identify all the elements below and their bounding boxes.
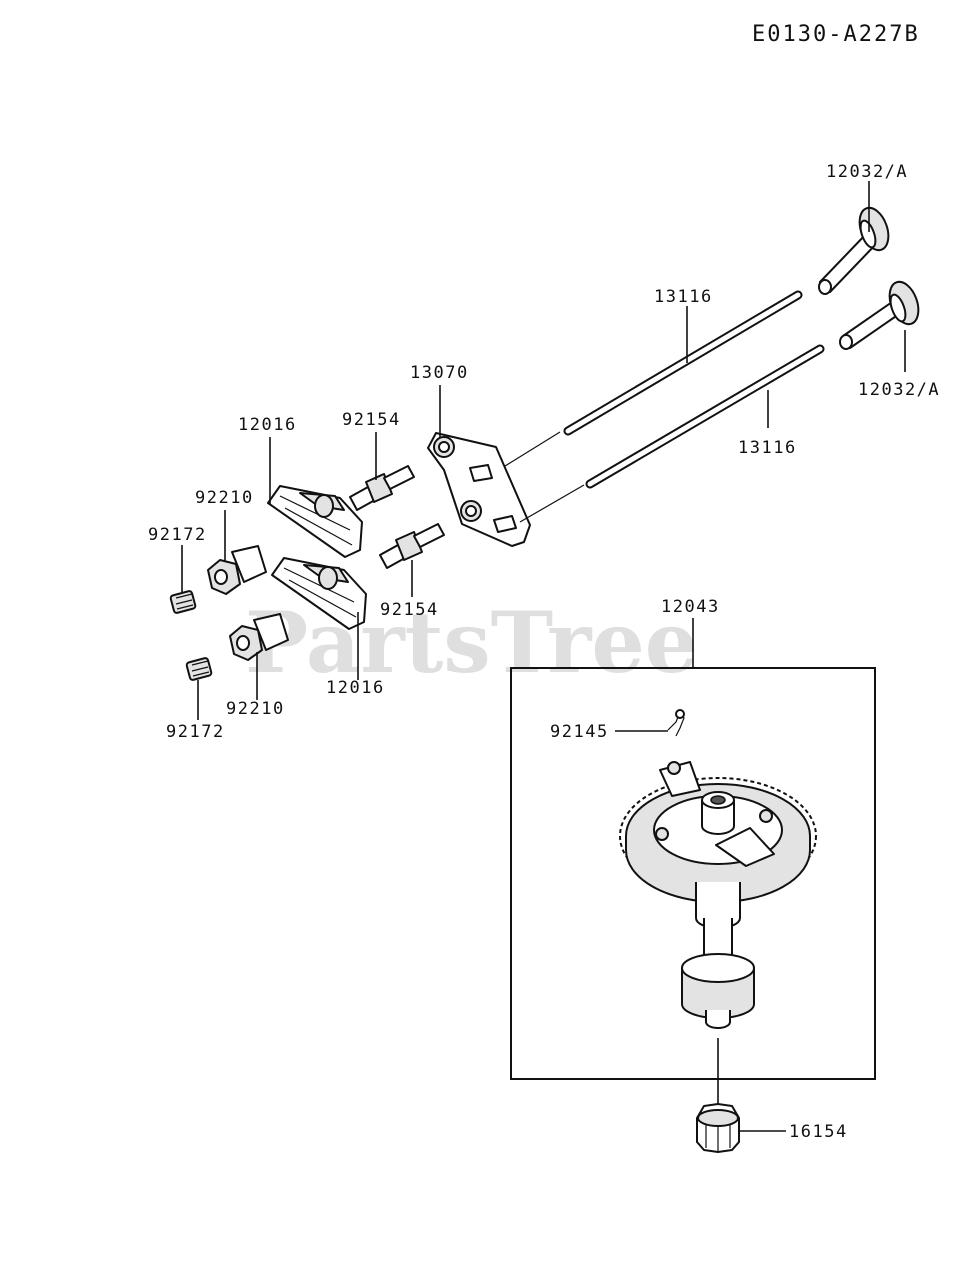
callout-push-rod-guide: 13070 (410, 363, 469, 383)
stud-lower[interactable] (379, 523, 445, 569)
callout-valve-upper: 12032/A (826, 162, 908, 182)
push-rod-lower[interactable] (585, 344, 825, 489)
callout-spring: 92145 (550, 722, 609, 742)
callout-rocker-arm-lower: 12016 (326, 678, 385, 698)
callout-stud-upper: 92154 (342, 410, 401, 430)
callout-rocker-arm-upper: 12016 (238, 415, 297, 435)
callout-oil-pump-rotor: 16154 (789, 1122, 848, 1142)
callout-nut-upper: 92210 (195, 488, 254, 508)
callout-setscrew-upper: 92172 (148, 525, 207, 545)
callout-stud-lower: 92154 (380, 600, 439, 620)
watermark: PartsTree (245, 593, 698, 692)
callout-push-rod-lower: 13116 (738, 438, 797, 458)
callout-valve-lower: 12032/A (858, 380, 940, 400)
callout-camshaft-assembly: 12043 (661, 597, 720, 617)
nut-lower[interactable] (229, 613, 289, 661)
callout-push-rod-upper: 13116 (654, 287, 713, 307)
governor-spring[interactable] (667, 709, 685, 737)
rocker-arm-lower[interactable] (271, 557, 367, 630)
callout-setscrew-lower: 92172 (166, 722, 225, 742)
rocker-arm-upper[interactable] (267, 485, 363, 558)
cam-gear[interactable] (619, 761, 817, 903)
callout-nut-lower: 92210 (226, 699, 285, 719)
nut-upper[interactable] (207, 545, 267, 595)
valve-lower[interactable] (839, 278, 924, 350)
oil-pump-rotor[interactable] (696, 1103, 740, 1153)
push-rod-guide-plate[interactable] (427, 432, 531, 547)
setscrew-lower[interactable] (185, 657, 213, 681)
diagram-code: E0130-A227B (752, 22, 920, 47)
setscrew-upper[interactable] (169, 590, 197, 614)
push-rod-upper[interactable] (563, 290, 803, 436)
camshaft[interactable] (681, 882, 755, 1029)
valve-upper[interactable] (818, 204, 894, 295)
stud-upper[interactable] (349, 465, 415, 511)
